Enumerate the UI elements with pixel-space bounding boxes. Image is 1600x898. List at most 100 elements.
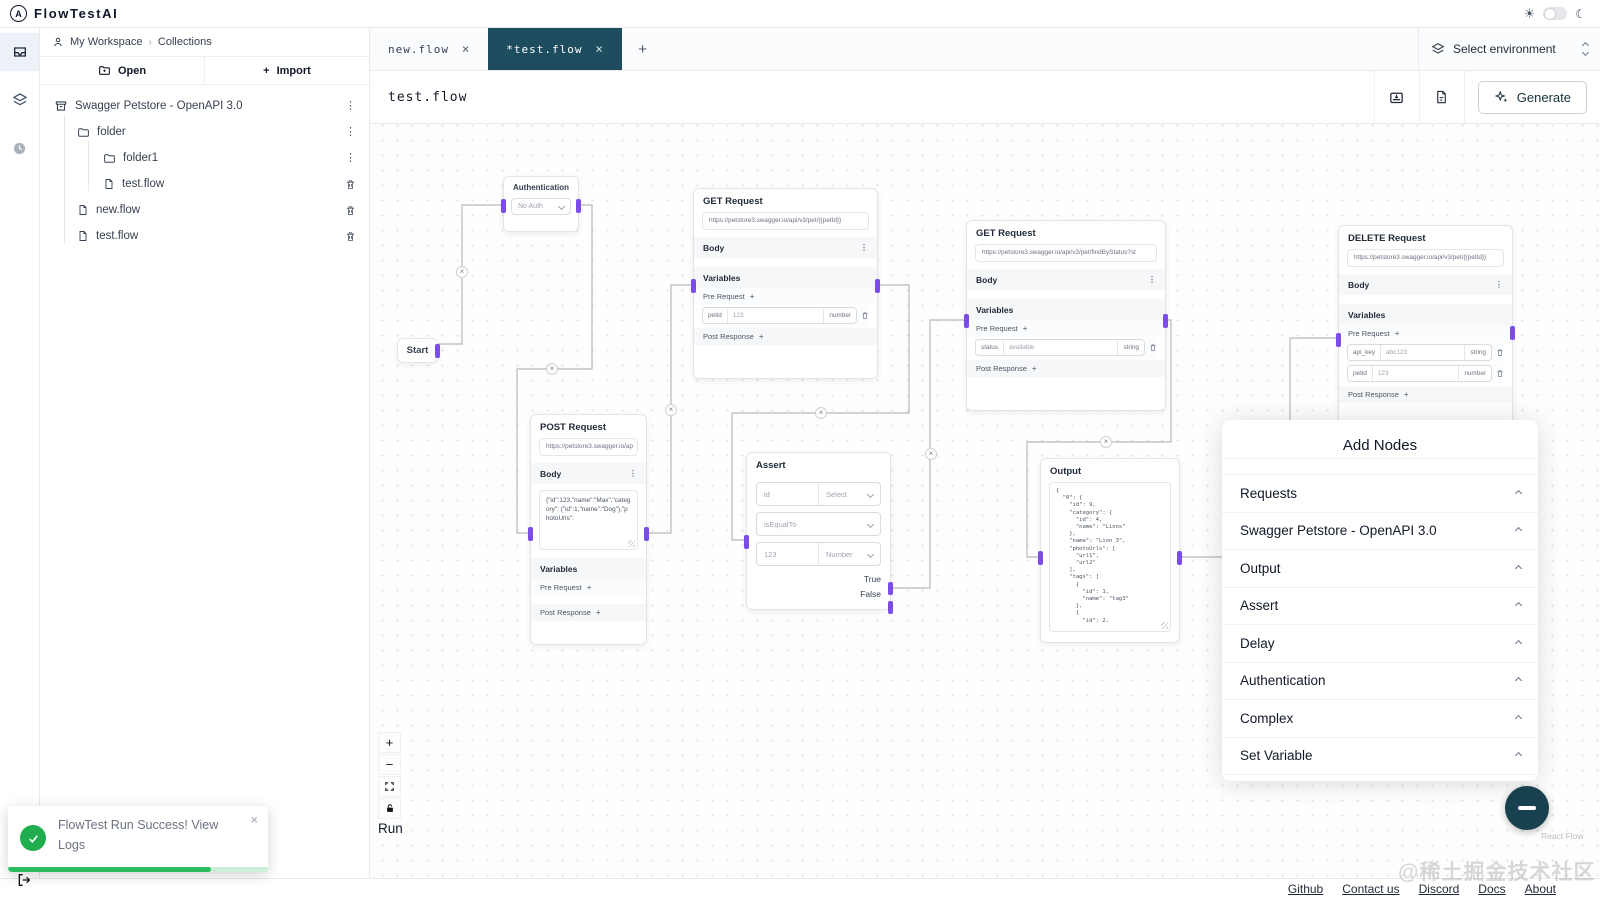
kebab-menu-icon[interactable]: ⋮ [1495, 280, 1503, 289]
node-output[interactable]: Output { "0": { "id": 9, "category": { "… [1038, 458, 1182, 643]
add-variable-button[interactable]: + [595, 608, 601, 617]
variable-key-input[interactable]: petid [703, 308, 728, 323]
input-handle[interactable] [501, 199, 506, 213]
output-handle[interactable] [1163, 314, 1168, 328]
footer-link-discord[interactable]: Discord [1418, 881, 1460, 896]
add-nodes-item-complex[interactable]: Complex [1222, 700, 1538, 738]
output-handle[interactable] [644, 527, 649, 541]
output-handle[interactable] [435, 344, 440, 358]
input-handle[interactable] [528, 527, 533, 541]
add-variable-button[interactable]: + [1031, 364, 1037, 373]
body-section[interactable]: Body ⋮ [531, 463, 646, 484]
node-assert[interactable]: Assert id Select isEqualTo 123 [744, 452, 893, 614]
request-url-input[interactable]: https://petstore3.swagger.io/api/v3/pet/… [1347, 249, 1504, 267]
false-output-handle[interactable] [888, 601, 893, 614]
resize-handle-icon[interactable] [628, 540, 635, 547]
resize-handle-icon[interactable] [1161, 622, 1168, 629]
variable-value-input[interactable]: abc123 [1386, 349, 1407, 356]
add-variable-button[interactable]: + [758, 332, 764, 341]
output-handle[interactable] [875, 279, 880, 293]
true-output-handle[interactable] [888, 582, 893, 595]
request-url-input[interactable]: https://petstore3.swagger.io/api/v3/pet/… [975, 244, 1157, 262]
logout-button[interactable] [16, 872, 32, 888]
delete-edge-button[interactable]: × [456, 266, 468, 278]
assert-value-input[interactable]: 123 [764, 549, 777, 559]
variable-type-select[interactable]: number [1458, 366, 1491, 381]
delete-item-button[interactable] [345, 231, 356, 242]
open-collection-button[interactable]: Open [40, 57, 205, 84]
kebab-menu-icon[interactable]: ⋮ [1148, 275, 1156, 284]
body-json-textarea[interactable]: {"id":123,"name":"Max","category": {"id"… [539, 490, 638, 550]
node-get-request-1[interactable]: GET Request https://petstore3.swagger.io… [691, 188, 880, 379]
request-url-input[interactable]: https://petstore3.swagger.io/ap [539, 438, 638, 456]
delete-variable-button[interactable] [861, 311, 869, 320]
assert-operand-2[interactable]: 123 Number [756, 542, 881, 566]
assert-operator-select[interactable]: isEqualTo [756, 512, 881, 536]
input-handle[interactable] [691, 279, 696, 293]
variable-key-input[interactable]: status [976, 340, 1005, 355]
input-handle[interactable] [1038, 551, 1043, 565]
auth-type-select[interactable]: No Auth [511, 198, 571, 215]
output-json-box[interactable]: { "0": { "id": 9, "category": { "id": 4,… [1049, 482, 1171, 632]
add-nodes-item-assert[interactable]: Assert [1222, 588, 1538, 625]
body-section[interactable]: Body ⋮ [967, 269, 1165, 290]
node-authentication[interactable]: Authentication No Auth [501, 176, 581, 232]
run-button[interactable]: Run [378, 821, 403, 836]
footer-link-docs[interactable]: Docs [1478, 881, 1506, 896]
generate-button[interactable]: Generate [1477, 80, 1587, 114]
rail-collections-button[interactable] [0, 33, 39, 71]
add-nodes-item-swagger-petstore[interactable]: Swagger Petstore - OpenAPI 3.0 [1222, 513, 1538, 550]
delete-item-button[interactable] [345, 179, 356, 190]
footer-link-github[interactable]: Github [1287, 881, 1324, 896]
delete-edge-button[interactable]: × [665, 404, 677, 416]
add-nodes-item-output[interactable]: Output [1222, 550, 1538, 588]
toast-message[interactable]: FlowTest Run Success! View Logs [58, 818, 219, 852]
save-flow-button[interactable] [1375, 71, 1419, 123]
footer-link-about[interactable]: About [1524, 881, 1556, 896]
add-variable-button[interactable]: + [749, 292, 755, 301]
node-start[interactable]: Start [397, 338, 440, 363]
item-menu-button[interactable]: ⋮ [345, 125, 356, 138]
environment-select[interactable]: Select environment [1418, 28, 1600, 70]
flow-canvas[interactable]: × × × × × × Start Authentication No Auth [370, 124, 1600, 898]
toast-close-icon[interactable]: × [250, 812, 258, 827]
delete-variable-button[interactable] [1496, 348, 1504, 357]
tab-newflow[interactable]: new.flow × [370, 28, 488, 70]
theme-toggle[interactable] [1543, 7, 1568, 20]
rail-environments-button[interactable] [0, 81, 39, 119]
tab-testflow-active[interactable]: *test.flow × [488, 28, 622, 70]
output-handle[interactable] [1177, 551, 1182, 565]
input-handle[interactable] [964, 314, 969, 328]
breadcrumb-workspace[interactable]: My Workspace [70, 36, 143, 48]
tree-item-folder[interactable]: folder ⋮ [40, 119, 369, 145]
tree-item-newflow[interactable]: new.flow [40, 197, 369, 223]
rail-history-button[interactable] [0, 129, 39, 167]
variable-value-input[interactable]: 123 [732, 312, 744, 319]
delete-variable-button[interactable] [1149, 343, 1157, 352]
zoom-in-button[interactable]: + [378, 732, 401, 753]
close-tab-icon[interactable]: × [595, 42, 604, 56]
add-variable-button[interactable]: + [1022, 324, 1028, 333]
body-section[interactable]: Body ⋮ [1339, 274, 1512, 295]
item-menu-button[interactable]: ⋮ [345, 151, 356, 164]
tree-item-collection[interactable]: Swagger Petstore - OpenAPI 3.0 ⋮ [40, 93, 369, 119]
kebab-menu-icon[interactable]: ⋮ [860, 243, 868, 252]
delete-variable-button[interactable] [1496, 369, 1504, 378]
add-variable-button[interactable]: + [586, 583, 592, 592]
delete-edge-button[interactable]: × [546, 363, 558, 375]
input-handle[interactable] [744, 535, 749, 549]
kebab-menu-icon[interactable]: ⋮ [629, 469, 637, 478]
delete-item-button[interactable] [345, 205, 356, 216]
add-variable-button[interactable]: + [1403, 390, 1409, 399]
add-nodes-item-authentication[interactable]: Authentication [1222, 663, 1538, 700]
lock-button[interactable] [378, 798, 401, 819]
variable-value-input[interactable]: available [1009, 344, 1035, 351]
variable-key-input[interactable]: api_key [1348, 345, 1382, 360]
add-nodes-item-delay[interactable]: Delay [1222, 625, 1538, 663]
body-section[interactable]: Body ⋮ [694, 237, 877, 258]
import-collection-button[interactable]: + Import [205, 57, 369, 84]
assert-type-select[interactable]: Number [818, 543, 880, 565]
assert-operand-1[interactable]: id Select [756, 482, 881, 506]
node-get-request-2[interactable]: GET Request https://petstore3.swagger.io… [964, 220, 1168, 411]
item-menu-button[interactable]: ⋮ [345, 99, 356, 112]
